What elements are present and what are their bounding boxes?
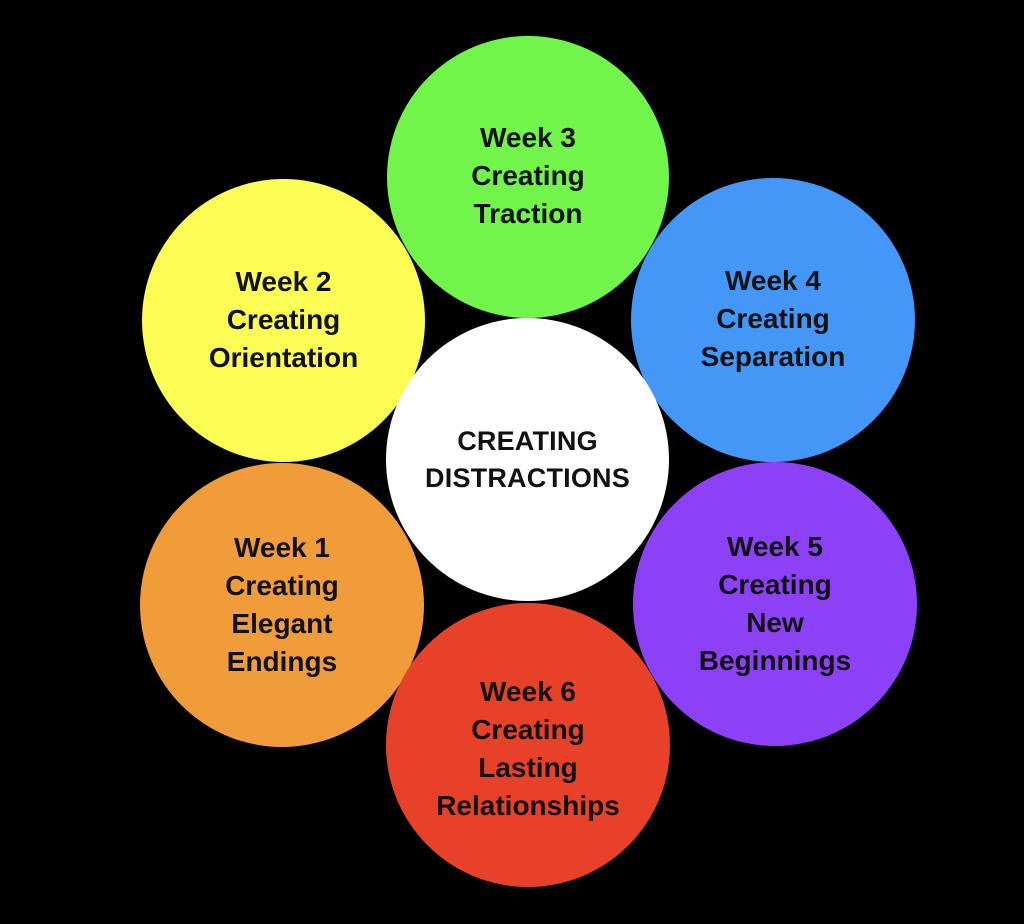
week-3-line-3: Traction	[473, 198, 583, 229]
week-2-line-3: Orientation	[208, 341, 359, 373]
week-1-title: Week 1	[233, 532, 330, 563]
week-6-line-3: Lasting	[478, 752, 578, 783]
week-3-label: Week 3 Creating Traction	[471, 119, 585, 233]
week-6-label: Week 6 Creating Lasting Relationships	[436, 673, 620, 825]
week-2-circle: Week 2 Creating Orientation	[142, 179, 425, 462]
week-1-circle: Week 1 Creating Elegant Endings	[140, 463, 424, 747]
center-circle: CREATING DISTRACTIONS	[386, 318, 669, 601]
center-line-1: CREATING	[457, 425, 598, 456]
week-3-title: Week 3	[479, 122, 576, 153]
week-5-title: Week 5	[726, 531, 823, 562]
week-2-title: Week 2	[235, 265, 332, 297]
week-4-circle: Week 4 Creating Separation	[631, 178, 915, 462]
week-2-label: Week 2 Creating Orientation	[209, 263, 358, 377]
week-1-line-2: Creating	[225, 570, 339, 601]
week-1-label: Week 1 Creating Elegant Endings	[225, 529, 339, 681]
week-4-label: Week 4 Creating Separation	[701, 262, 846, 376]
week-6-title: Week 6	[480, 676, 576, 707]
week-1-line-3: Elegant	[231, 608, 333, 639]
week-4-title: Week 4	[724, 265, 821, 296]
week-2-line-2: Creating	[226, 303, 341, 335]
week-6-circle: Week 6 Creating Lasting Relationships	[386, 603, 670, 887]
week-4-line-2: Creating	[716, 303, 830, 334]
week-1-line-4: Endings	[226, 646, 338, 677]
week-3-circle: Week 3 Creating Traction	[387, 36, 669, 318]
week-6-line-4: Relationships	[436, 790, 620, 821]
week-4-line-3: Separation	[700, 341, 846, 372]
center-label: CREATING DISTRACTIONS	[425, 423, 630, 497]
week-5-line-2: Creating	[718, 569, 832, 600]
week-5-circle: Week 5 Creating New Beginnings	[633, 462, 917, 746]
center-line-2: DISTRACTIONS	[425, 462, 630, 493]
week-5-line-3: New	[746, 607, 804, 638]
week-5-line-4: Beginnings	[698, 645, 852, 676]
week-3-line-2: Creating	[471, 160, 585, 191]
week-5-label: Week 5 Creating New Beginnings	[699, 528, 851, 680]
week-6-line-2: Creating	[471, 714, 585, 745]
